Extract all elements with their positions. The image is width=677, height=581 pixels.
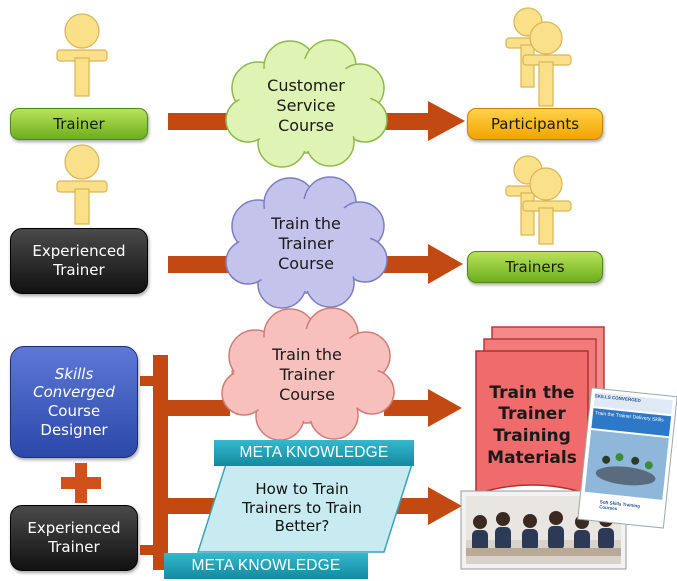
booklet-brand: SKILLS CONVERGED	[594, 393, 642, 404]
course-line-3: Course	[278, 254, 334, 273]
course-designer-label: Skills Converged Course Designer	[10, 346, 138, 458]
group-icon	[505, 155, 572, 245]
trainer-label: Trainer	[10, 108, 148, 140]
connector-bracket	[140, 355, 168, 570]
booklet-footer: Soft Skills Training Courses	[598, 499, 641, 512]
customer-service-course-label: Customer Service Course	[248, 65, 364, 147]
trainer-text: Trainer	[53, 114, 105, 133]
materials-line-3: Training	[493, 426, 571, 446]
person-icon	[56, 13, 108, 97]
partner-line-2: Trainer	[48, 538, 100, 556]
arrow	[166, 389, 462, 427]
course-line-3: Course	[278, 116, 334, 135]
materials-line-4: Materials	[487, 447, 577, 468]
participants-label: Participants	[467, 108, 603, 140]
trainers-label: Trainers	[467, 251, 603, 283]
training-materials-label: Train the Trainer Training Materials	[476, 378, 588, 474]
plus-icon	[61, 463, 101, 503]
course-line-1: Customer	[267, 76, 345, 95]
designer-line-2: Converged	[33, 383, 115, 402]
trainers-text: Trainers	[505, 257, 565, 276]
group-icon	[505, 7, 572, 107]
course-line-1: Train the	[271, 214, 341, 233]
document-stack	[475, 326, 605, 496]
train-the-trainer-course-label: Train the Trainer Course	[248, 203, 364, 285]
partner-line-1: Experienced	[27, 519, 121, 538]
meta-knowledge-banner-top: META KNOWLEDGE	[214, 440, 414, 466]
experienced-trainer-partner-label: Experienced Trainer	[10, 505, 138, 571]
booklet-title: Train the Trainer Delivery Skills	[594, 410, 664, 424]
experienced-line-2: Trainer	[53, 261, 105, 279]
experienced-line-1: Experienced	[32, 242, 126, 261]
designer-line-1: Skills	[54, 364, 94, 383]
question-line-2: Trainers to Train	[242, 498, 362, 517]
experienced-trainer-label: Experienced Trainer	[10, 228, 148, 294]
course-line-2: Service	[276, 96, 336, 115]
designer-line-4: Designer	[40, 420, 108, 439]
meta-question-label: How to Train Trainers to Train Better?	[214, 468, 390, 548]
designer-line-3: Course	[47, 402, 101, 420]
meta-bottom-text: META KNOWLEDGE	[191, 557, 341, 574]
course-line-3: Course	[279, 385, 335, 404]
train-the-trainer-course-label-2: Train the Trainer Course	[248, 334, 366, 416]
meta-top-text: META KNOWLEDGE	[239, 444, 389, 461]
course-line-2: Trainer	[279, 365, 335, 384]
question-line-3: Better?	[274, 517, 330, 536]
person-icon	[56, 144, 108, 225]
question-line-1: How to Train	[255, 479, 349, 498]
course-booklet	[577, 387, 677, 529]
materials-line-2: Trainer	[498, 404, 566, 425]
course-line-2: Trainer	[278, 234, 334, 253]
participants-text: Participants	[490, 114, 580, 133]
booklet-text: SKILLS CONVERGED Train the Trainer Deliv…	[578, 388, 677, 528]
materials-line-1: Train the	[489, 382, 575, 403]
course-line-1: Train the	[272, 345, 342, 364]
meta-knowledge-banner-bottom: META KNOWLEDGE	[164, 553, 368, 579]
